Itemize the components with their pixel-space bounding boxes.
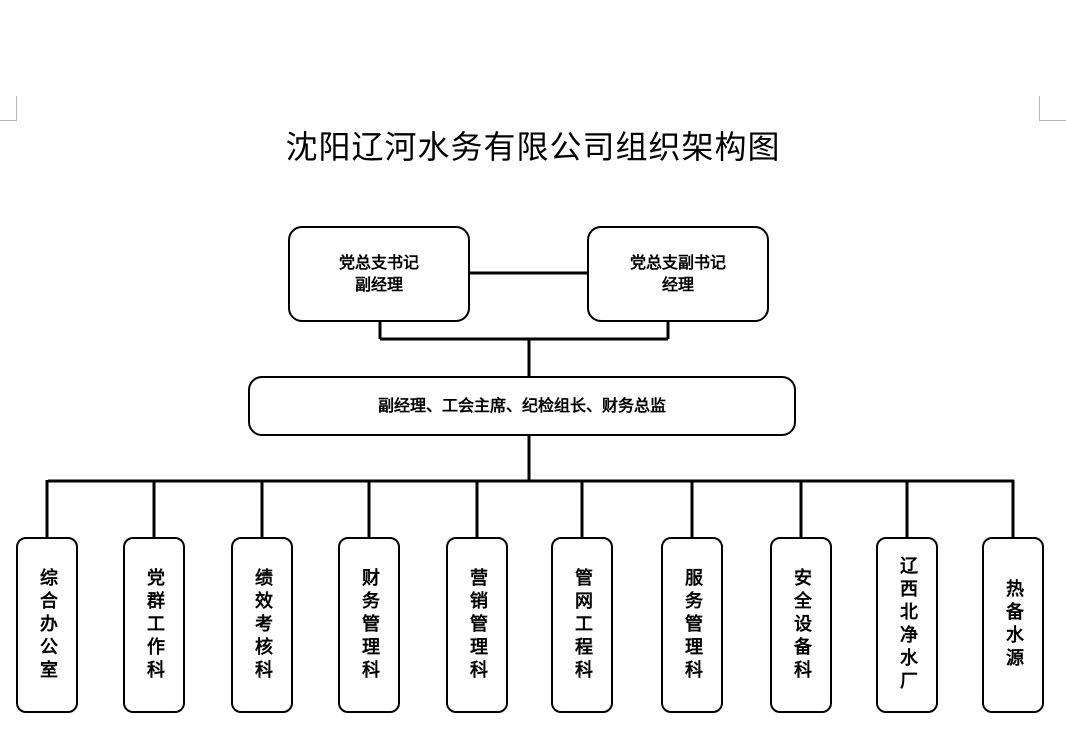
- management-team-box: 副经理、工会主席、纪检组长、财务总监: [248, 376, 796, 436]
- department-box: 绩效考核科: [231, 537, 293, 713]
- management-team-label: 副经理、工会主席、纪检组长、财务总监: [377, 396, 666, 415]
- page-corner-mark-right: [1039, 96, 1066, 121]
- department-label: 绩效考核科: [252, 567, 273, 683]
- department-label: 管网工程科: [572, 567, 593, 683]
- department-box: 辽西北净水厂: [876, 537, 938, 713]
- department-label: 服务管理科: [682, 567, 703, 683]
- department-label: 党群工作科: [144, 567, 165, 683]
- deputy-secretary-title: 党总支副书记: [629, 253, 726, 272]
- department-box: 党群工作科: [123, 537, 185, 713]
- chart-title: 沈阳辽河水务有限公司组织架构图: [285, 128, 781, 166]
- party-secretary-subtitle: 副经理: [354, 275, 403, 294]
- department-box: 综合办公室: [16, 537, 78, 713]
- deputy-secretary-box: 党总支副书记经理: [587, 226, 769, 322]
- department-label: 热备水源: [1003, 579, 1024, 671]
- party-secretary-box: 党总支书记副经理: [288, 226, 470, 322]
- page-corner-mark-left: [0, 96, 17, 121]
- department-box: 安全设备科: [770, 537, 832, 713]
- department-box: 财务管理科: [338, 537, 400, 713]
- department-label: 综合办公室: [37, 567, 58, 683]
- department-label: 财务管理科: [359, 567, 380, 683]
- department-box: 营销管理科: [446, 537, 508, 713]
- department-box: 管网工程科: [551, 537, 613, 713]
- deputy-secretary-subtitle: 经理: [661, 275, 694, 294]
- department-box: 热备水源: [982, 537, 1044, 713]
- department-label: 辽西北净水厂: [897, 556, 918, 694]
- department-label: 安全设备科: [791, 567, 812, 683]
- party-secretary-title: 党总支书记: [338, 253, 419, 272]
- department-box: 服务管理科: [661, 537, 723, 713]
- department-label: 营销管理科: [467, 567, 488, 683]
